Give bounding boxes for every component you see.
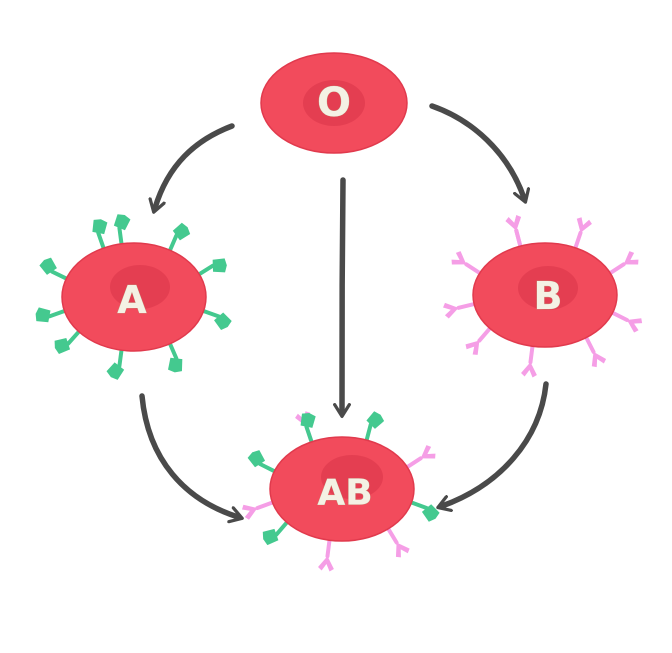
antigen-b-marker	[451, 251, 482, 276]
antigen-a-marker	[35, 307, 67, 323]
arrow-a-to-ab	[139, 393, 238, 517]
antigen-b-marker	[610, 310, 643, 333]
antigen-b-marker	[443, 302, 477, 319]
cell-ab: AB	[241, 411, 440, 572]
cell-a: A	[35, 214, 232, 380]
antigen-a-marker	[247, 450, 277, 474]
antigen-a-marker	[300, 412, 316, 444]
antigen-b-marker	[465, 326, 492, 355]
antigen-b-marker	[505, 215, 523, 249]
antigen-b-marker	[608, 251, 639, 276]
cell-o: O	[260, 52, 408, 154]
antigen-b-marker	[573, 217, 592, 250]
antigen-a-marker	[201, 308, 232, 331]
cell-label-o: O	[317, 80, 351, 126]
arrow-o-to-b	[429, 103, 524, 198]
antigen-a-marker	[168, 222, 191, 253]
antigen-a-marker	[409, 500, 440, 522]
antigen-a-marker	[39, 257, 69, 281]
antigen-b-marker	[241, 500, 275, 520]
antigen-a-marker	[106, 348, 125, 380]
antigen-a-marker	[54, 329, 81, 355]
antigen-a-marker	[113, 214, 131, 246]
arrows-group	[139, 103, 549, 517]
cell-b: B	[443, 215, 643, 378]
cell-label-b: B	[534, 274, 563, 318]
antigen-b-marker	[405, 445, 436, 470]
antigen-b-marker	[584, 335, 607, 368]
arrow-o-to-a	[155, 123, 235, 208]
arrow-o-to-ab	[342, 177, 343, 412]
antigen-b-marker	[386, 526, 410, 558]
cell-label-a: A	[117, 278, 147, 322]
cell-label-ab: AB	[317, 473, 372, 514]
antigen-b-marker	[318, 538, 334, 572]
arrow-b-to-ab	[442, 381, 549, 506]
antigen-a-marker	[262, 520, 289, 546]
antigen-a-marker	[92, 219, 108, 251]
antigen-b-marker	[521, 344, 537, 378]
antigen-a-marker	[364, 411, 385, 443]
antigen-a-marker	[168, 341, 183, 373]
antigen-a-marker	[197, 258, 227, 277]
